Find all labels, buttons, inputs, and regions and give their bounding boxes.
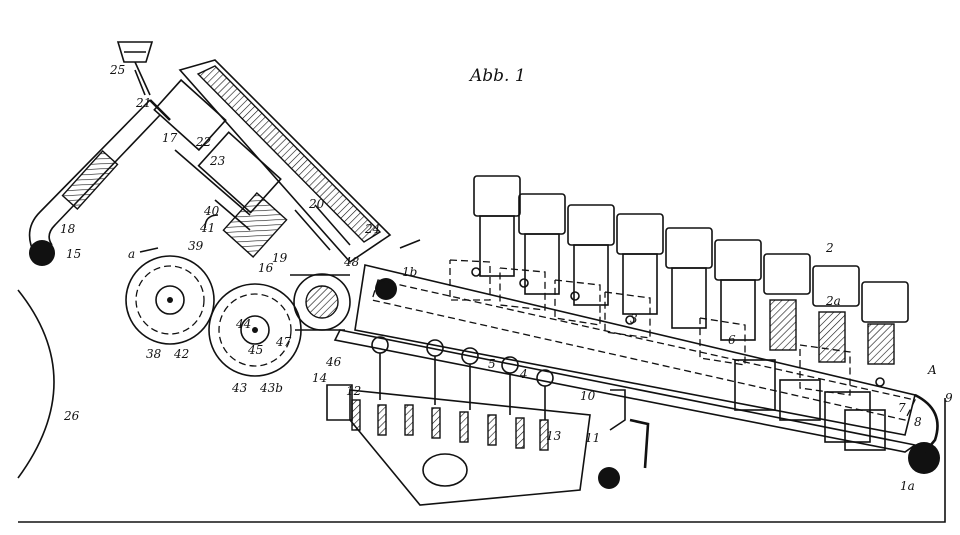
label-2: 2: [825, 241, 834, 255]
typebar-unit: [326, 336, 650, 506]
label-20: 20: [308, 197, 325, 211]
label-25: 25: [109, 63, 125, 77]
label-22: 22: [195, 135, 211, 149]
key-stems: [734, 359, 886, 451]
label-4: 4: [519, 367, 528, 381]
label-18: 18: [60, 222, 76, 236]
keys-upper: [473, 175, 909, 365]
label-46: 46: [325, 355, 342, 369]
label-1b: 1b: [402, 265, 417, 279]
figure-title: Abb. 1: [468, 66, 526, 86]
roller-48: [290, 273, 351, 331]
label-47: 47: [275, 335, 292, 349]
label-44: 44: [235, 317, 251, 331]
label-38: 38: [146, 347, 162, 361]
label-11: 11: [585, 431, 600, 445]
rod-1a: [908, 442, 940, 474]
base-line: [18, 398, 946, 523]
roller-38: [125, 247, 215, 345]
label-3: 3: [630, 312, 638, 326]
label-a: a: [128, 247, 135, 261]
label-9: 9: [945, 391, 953, 405]
label-14: 14: [312, 371, 327, 385]
label-10: 10: [580, 389, 596, 403]
feed-housing: [153, 59, 392, 264]
label-5: 5: [488, 357, 496, 371]
label-24: 24: [364, 222, 380, 236]
label-41: 41: [199, 221, 215, 235]
label-48: 48: [343, 255, 360, 269]
label-21: 21: [135, 96, 151, 110]
label-15: 15: [66, 247, 81, 261]
label-6: 6: [728, 333, 736, 347]
roller-43: [208, 283, 302, 377]
rod-1b: [375, 278, 397, 300]
label-26: 26: [63, 409, 80, 423]
reference-labels: 25 21 17 22 23 18 15 40 41 20 24 39 a 19…: [60, 63, 953, 493]
label-12: 12: [346, 384, 361, 398]
label-13: 13: [546, 429, 562, 443]
carriage-arm: [28, 41, 171, 266]
label-1a: 1a: [900, 479, 915, 493]
label-42: 42: [173, 347, 189, 361]
label-8: 8: [914, 415, 922, 429]
label-43b: 43b: [259, 381, 283, 395]
label-16: 16: [258, 261, 274, 275]
label-23: 23: [209, 154, 226, 168]
label-19: 19: [272, 251, 288, 265]
rod-lower: [598, 467, 620, 489]
label-45: 45: [247, 343, 263, 357]
label-39: 39: [188, 239, 204, 253]
label-40: 40: [203, 204, 220, 218]
label-7: 7: [898, 401, 906, 415]
label-17: 17: [162, 131, 178, 145]
label-2a: 2a: [825, 294, 841, 308]
roll-26: [17, 289, 55, 479]
label-A: A: [927, 363, 937, 377]
linkages: [449, 259, 885, 396]
label-43: 43: [231, 381, 248, 395]
